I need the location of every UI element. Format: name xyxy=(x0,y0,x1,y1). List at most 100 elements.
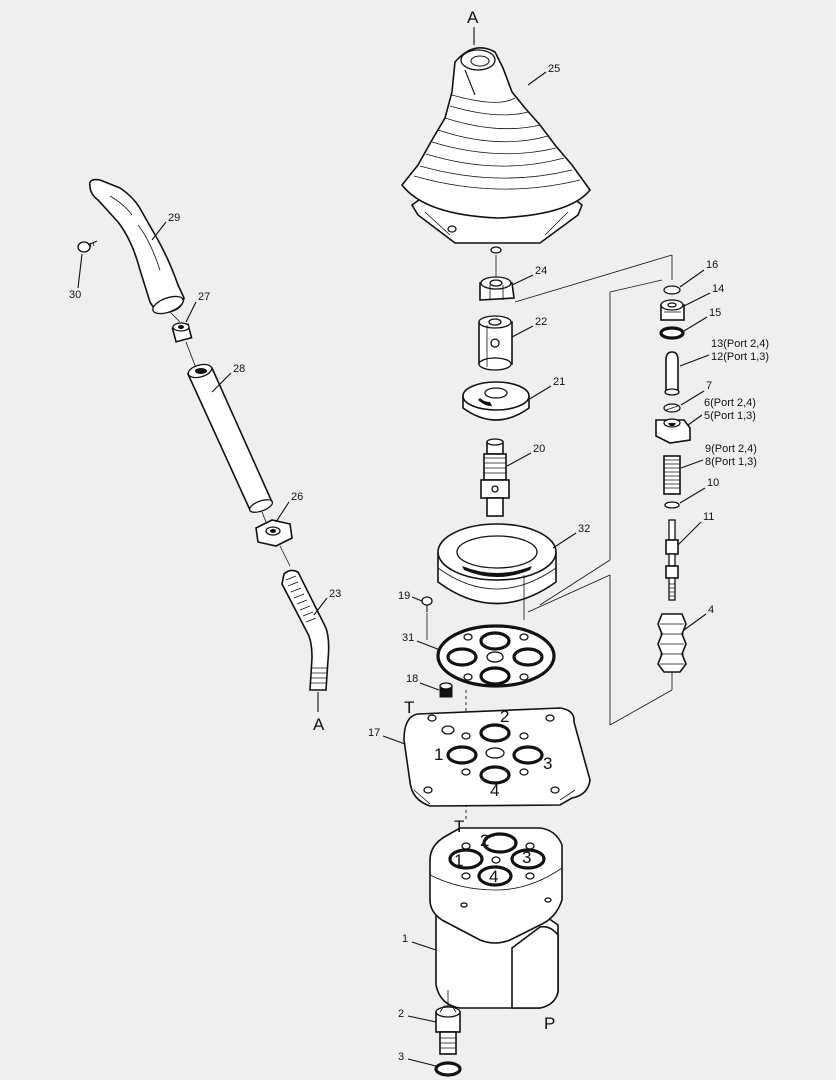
part-8-9-spring xyxy=(663,455,681,495)
leader-part-12-13 xyxy=(679,354,710,367)
gasket-port-4: 4 xyxy=(490,781,499,800)
label-part-27: 27 xyxy=(198,291,210,303)
part-20-shaft xyxy=(480,438,510,517)
reference-a-bottom: A xyxy=(313,715,325,734)
part-10-washer xyxy=(664,501,680,509)
label-part-10: 10 xyxy=(707,477,719,489)
part-23-bent-rod xyxy=(281,569,330,691)
label-part-30: 30 xyxy=(69,289,81,301)
leader-part-23 xyxy=(313,597,328,616)
leader-part-11 xyxy=(677,521,702,546)
leader-part-25 xyxy=(527,71,547,86)
part-29-grip-handle xyxy=(88,178,185,315)
part-25-boot xyxy=(400,46,592,254)
label-part-19: 19 xyxy=(398,590,410,602)
leader-part-31 xyxy=(416,640,441,651)
label-part-11: 11 xyxy=(703,511,714,523)
part-4-seal xyxy=(657,613,687,673)
part-11-spool xyxy=(665,519,679,601)
label-part-17: 17 xyxy=(368,727,380,739)
part-12-13-plunger xyxy=(664,351,680,396)
body-port-p: P xyxy=(544,1014,555,1033)
part-21-plate xyxy=(462,381,530,421)
leader-part-27 xyxy=(185,301,197,323)
leader-part-30 xyxy=(77,253,83,289)
part-7-washer xyxy=(663,403,681,413)
body-port-2: 2 xyxy=(480,831,489,850)
label-part-4: 4 xyxy=(708,604,714,616)
label-part-28: 28 xyxy=(233,363,245,375)
body-port-3: 3 xyxy=(522,848,531,867)
leader-part-18 xyxy=(419,682,440,691)
part-26-nut xyxy=(255,511,293,567)
part-19-screw xyxy=(421,596,433,612)
part-27-small-nut xyxy=(169,311,197,369)
label-part-29: 29 xyxy=(168,212,180,224)
leader-part-20 xyxy=(506,452,532,467)
leader-part-1 xyxy=(411,941,437,951)
label-part-20: 20 xyxy=(533,443,545,455)
label-part-31: 31 xyxy=(402,632,414,644)
label-part-1: 1 xyxy=(402,933,408,945)
label-part-21: 21 xyxy=(553,376,565,388)
label-part-15: 15 xyxy=(709,307,721,319)
body-port-1: 1 xyxy=(454,851,463,870)
leader-part-28 xyxy=(211,372,232,393)
leader-part-7 xyxy=(680,390,705,406)
part-28-tube xyxy=(186,363,274,513)
label-part-8: 8(Port 1,3) xyxy=(705,456,757,468)
leader-part-5-6 xyxy=(687,414,703,426)
label-part-7: 7 xyxy=(706,380,712,392)
label-part-24: 24 xyxy=(535,265,547,277)
leader-part-15 xyxy=(683,316,708,332)
part-5-6-spring-seat xyxy=(655,418,691,444)
leader-part-2 xyxy=(407,1015,437,1023)
body-port-t: T xyxy=(454,817,464,836)
gasket-port-1: 1 xyxy=(434,745,443,764)
body-port-4: 4 xyxy=(489,867,498,886)
part-2-fitting xyxy=(435,990,461,1055)
gasket-port-3: 3 xyxy=(543,754,552,773)
label-part-18: 18 xyxy=(406,673,418,685)
leader-part-26 xyxy=(275,501,290,523)
gasket-port-t: T xyxy=(404,698,414,717)
part-15-o-ring xyxy=(659,326,685,340)
leader-part-22 xyxy=(511,325,534,338)
leader-part-21 xyxy=(527,385,552,401)
label-part-22: 22 xyxy=(535,316,547,328)
label-part-5: 5(Port 1,3) xyxy=(704,410,756,422)
label-part-6: 6(Port 2,4) xyxy=(704,397,756,409)
leader-part-32 xyxy=(552,532,577,549)
part-18-plug xyxy=(439,682,453,698)
right-column-bracket xyxy=(514,254,673,726)
leader-part-8-9 xyxy=(680,459,704,469)
label-part-12: 12(Port 1,3) xyxy=(711,351,769,363)
part-32-seal-ring xyxy=(437,523,557,605)
leader-part-19 xyxy=(411,596,423,602)
reference-a-top: A xyxy=(467,8,479,27)
part-14-bushing xyxy=(660,299,685,321)
label-part-26: 26 xyxy=(291,491,303,503)
leader-part-29 xyxy=(151,221,167,241)
part-16-snap-ring xyxy=(663,285,681,295)
leader-part-3 xyxy=(407,1058,437,1067)
leader-part-4 xyxy=(683,613,707,631)
label-part-3: 3 xyxy=(398,1051,404,1063)
label-part-16: 16 xyxy=(706,259,718,271)
label-part-32: 32 xyxy=(578,523,590,535)
leader-part-16 xyxy=(679,269,705,288)
part-3-o-ring xyxy=(434,1061,462,1077)
label-part-14: 14 xyxy=(712,283,724,295)
part-17-gasket-plate xyxy=(403,707,591,807)
label-part-9: 9(Port 2,4) xyxy=(705,443,757,455)
leader-part-17 xyxy=(382,735,406,745)
label-part-25: 25 xyxy=(548,63,560,75)
label-part-23: 23 xyxy=(329,588,341,600)
part-22-coupling xyxy=(478,315,513,371)
label-part-2: 2 xyxy=(398,1008,404,1020)
leader-part-10 xyxy=(679,487,706,504)
part-1-valve-body xyxy=(429,827,563,1009)
part-30-screw xyxy=(77,240,98,253)
leader-part-24 xyxy=(511,274,534,286)
